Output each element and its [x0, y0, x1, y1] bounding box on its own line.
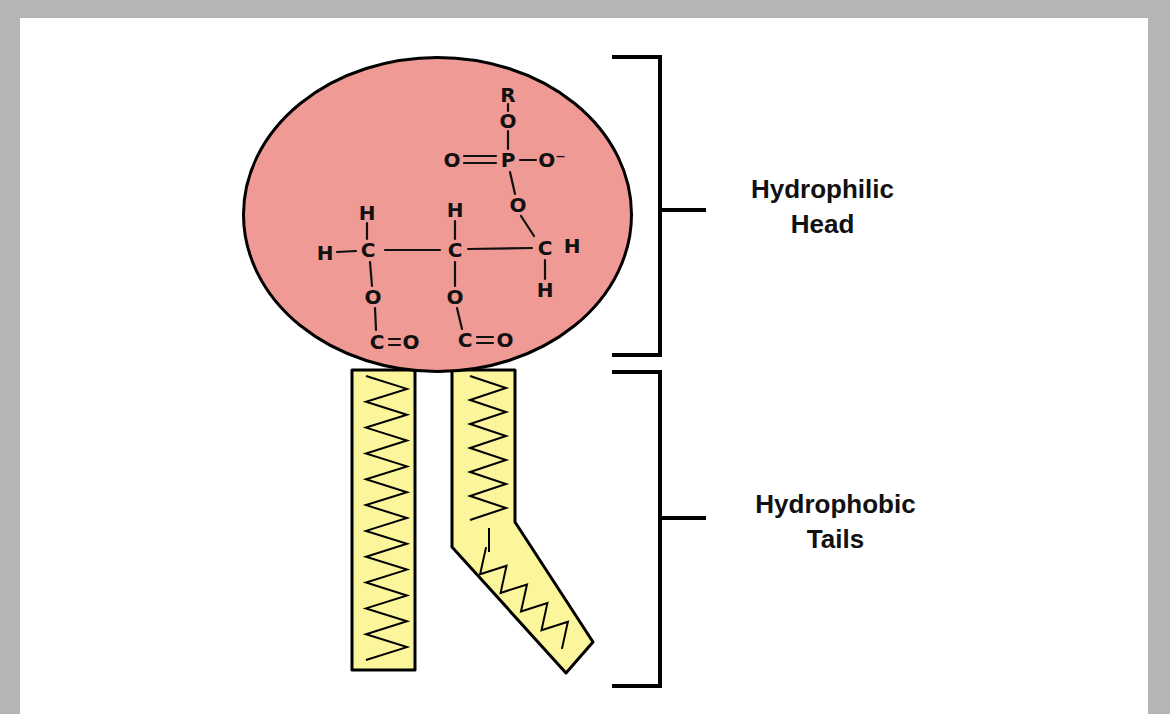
atom-symbol: C — [361, 240, 376, 260]
chemical-bond — [375, 308, 376, 330]
chemical-bond — [337, 251, 356, 252]
carbon-chain — [480, 547, 568, 649]
atom-symbol: H — [359, 203, 376, 223]
chemical-bond — [389, 338, 400, 340]
chemical-bond — [521, 216, 534, 236]
atom-symbol: P — [501, 150, 516, 170]
head-outline — [242, 56, 633, 373]
chemical-bond — [477, 342, 493, 344]
atom-symbol: H — [537, 280, 554, 300]
tails-bracket — [612, 372, 660, 686]
chemical-bond — [385, 249, 440, 251]
atom-symbol: O — [364, 287, 381, 307]
region-label: Hydrophilic Head — [735, 172, 910, 242]
head-ellipse — [244, 58, 632, 372]
chemical-bond — [389, 344, 400, 346]
bracket-tick — [660, 208, 706, 212]
atom-symbol: C — [370, 332, 385, 352]
bracket-tick — [660, 516, 706, 520]
atom-symbol: H — [564, 236, 581, 256]
chemical-bond — [454, 221, 456, 239]
atom-symbol: O⁻ — [538, 150, 566, 170]
atom-symbol: H — [317, 243, 334, 263]
phosphate-head-circle: ROOPO⁻OHHHCCCHHOOCOCO — [242, 56, 633, 373]
chemical-bond — [468, 248, 532, 249]
chemical-bond — [454, 262, 456, 286]
chemical-bond — [477, 336, 493, 338]
chemical-bond — [507, 131, 509, 149]
saturated-tail — [352, 370, 415, 670]
atom-symbol: O — [443, 150, 460, 170]
chemical-bond — [510, 172, 515, 194]
atom-symbol: O — [496, 330, 513, 350]
atom-symbol: C — [538, 238, 553, 258]
atom-symbol: O — [509, 195, 526, 215]
atom-symbol: O — [446, 287, 463, 307]
atom-symbol: O — [402, 332, 419, 352]
chemical-bond — [464, 162, 496, 164]
brackets — [612, 57, 706, 686]
atom-symbol: C — [448, 240, 463, 260]
atom-symbol: H — [447, 200, 464, 220]
region-label: Hydrophobic Tails — [748, 487, 923, 557]
carbon-chain — [470, 376, 506, 520]
atom-symbol: O — [499, 111, 516, 131]
chemical-bond — [544, 260, 546, 279]
unsaturated-tail — [452, 370, 593, 673]
chemical-bond — [457, 308, 462, 329]
double-bond-mark — [488, 528, 490, 552]
chemical-bond — [366, 223, 368, 239]
chemical-bond — [464, 155, 496, 157]
chemical-bond — [520, 159, 536, 161]
carbon-chain — [366, 376, 407, 660]
atom-symbol: R — [500, 85, 515, 105]
chemical-bond — [507, 104, 509, 111]
chemical-bond — [370, 262, 372, 286]
atom-symbol: C — [458, 330, 473, 350]
